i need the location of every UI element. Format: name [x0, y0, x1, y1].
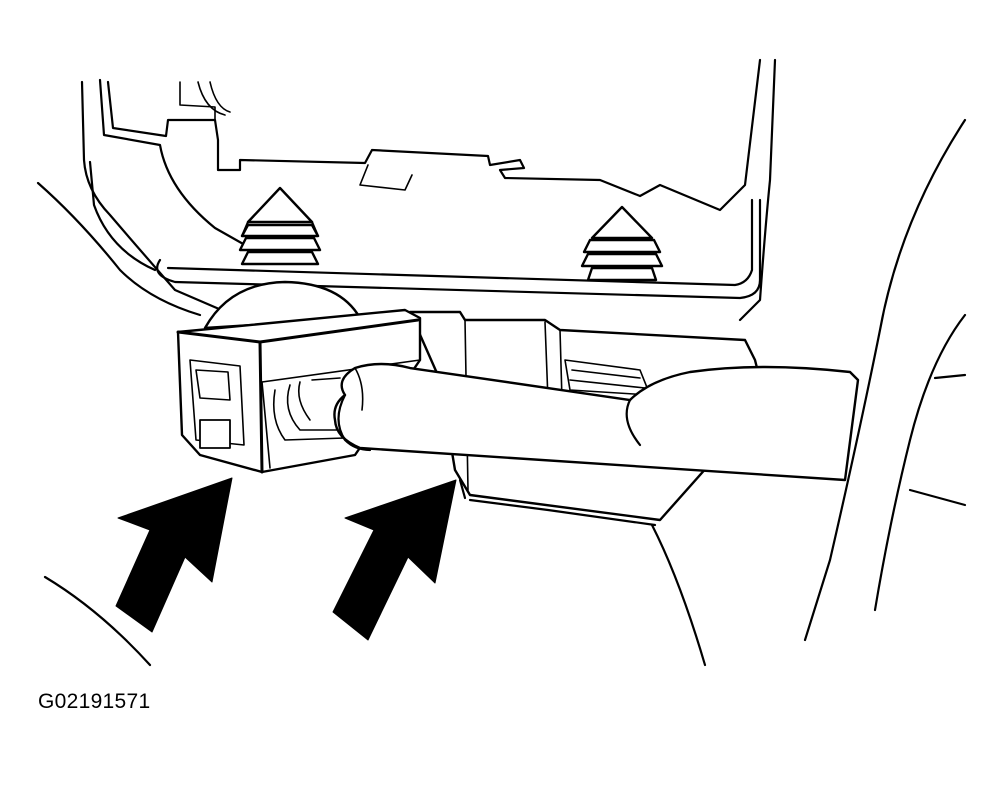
arrow-left-icon — [115, 477, 233, 633]
arrow-right-icon — [332, 479, 457, 641]
connector-dome — [203, 280, 362, 330]
push-pin-left — [238, 186, 322, 266]
push-pin-right — [580, 205, 664, 282]
figure-id-label: G02191571 — [38, 690, 151, 713]
wiring-harness — [333, 362, 860, 482]
module-bracket — [88, 58, 762, 300]
